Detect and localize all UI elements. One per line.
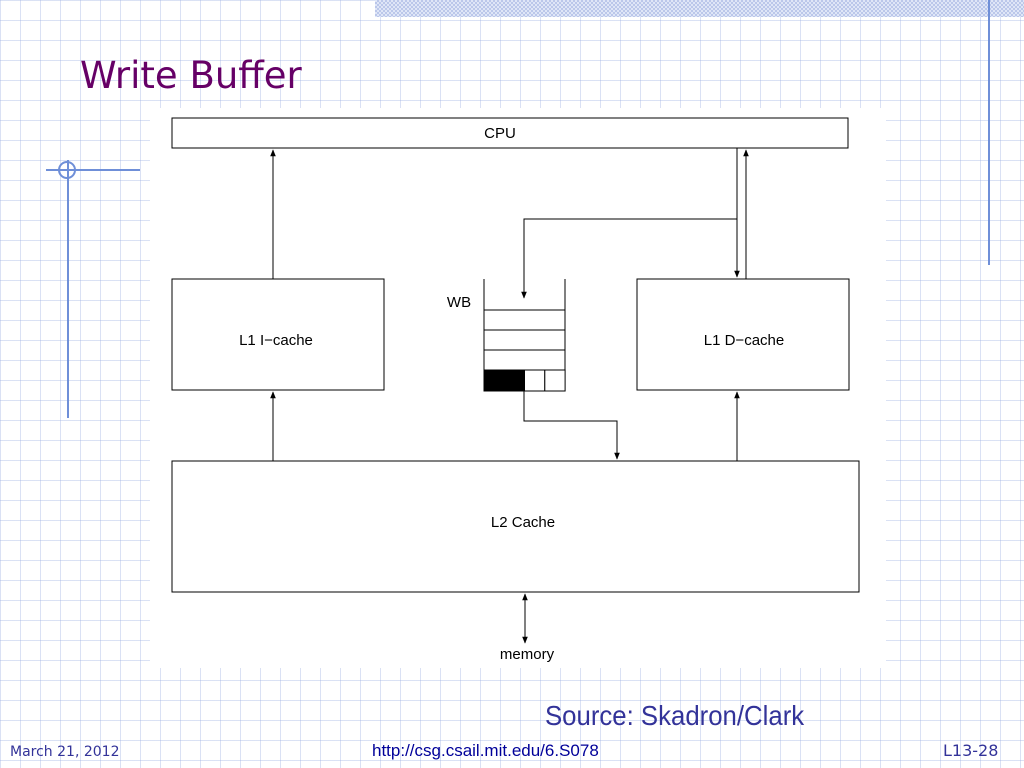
left-accent-hline — [46, 169, 140, 171]
memory-label: memory — [500, 646, 555, 663]
footer-date: March 21, 2012 — [10, 744, 120, 760]
accent-circle — [58, 161, 76, 179]
cpu-box — [171, 117, 849, 149]
footer-url[interactable]: http://csg.csail.mit.edu/6.S078 — [372, 741, 599, 760]
wb-slot-empty — [524, 369, 546, 392]
l2-cache-label: L2 Cache — [491, 514, 555, 531]
l1-dcache-box — [636, 278, 850, 391]
header-band — [375, 0, 1024, 17]
arrow-cpu-to-wb — [521, 218, 737, 299]
right-accent-line — [988, 0, 990, 265]
wb-slots — [483, 369, 566, 392]
left-accent-line — [67, 160, 69, 418]
l2-cache-box — [171, 460, 860, 593]
wb-slot-filled — [483, 369, 505, 392]
footer-page-number: L13-28 — [943, 741, 999, 760]
wb-label: WB — [447, 294, 471, 311]
source-credit: Source: Skadron/Clark — [545, 700, 805, 731]
l1-dcache-label: L1 D−cache — [704, 332, 784, 349]
l1-icache-box — [171, 278, 385, 391]
wb-slot-filled — [503, 369, 526, 392]
arrow-wb-to-l2 — [523, 391, 620, 460]
l1-icache-label: L1 I−cache — [239, 332, 313, 349]
cpu-label: CPU — [484, 125, 516, 142]
slide-title: Write Buffer — [80, 54, 302, 97]
wb-slot-empty — [544, 369, 566, 392]
write-buffer — [483, 279, 566, 392]
